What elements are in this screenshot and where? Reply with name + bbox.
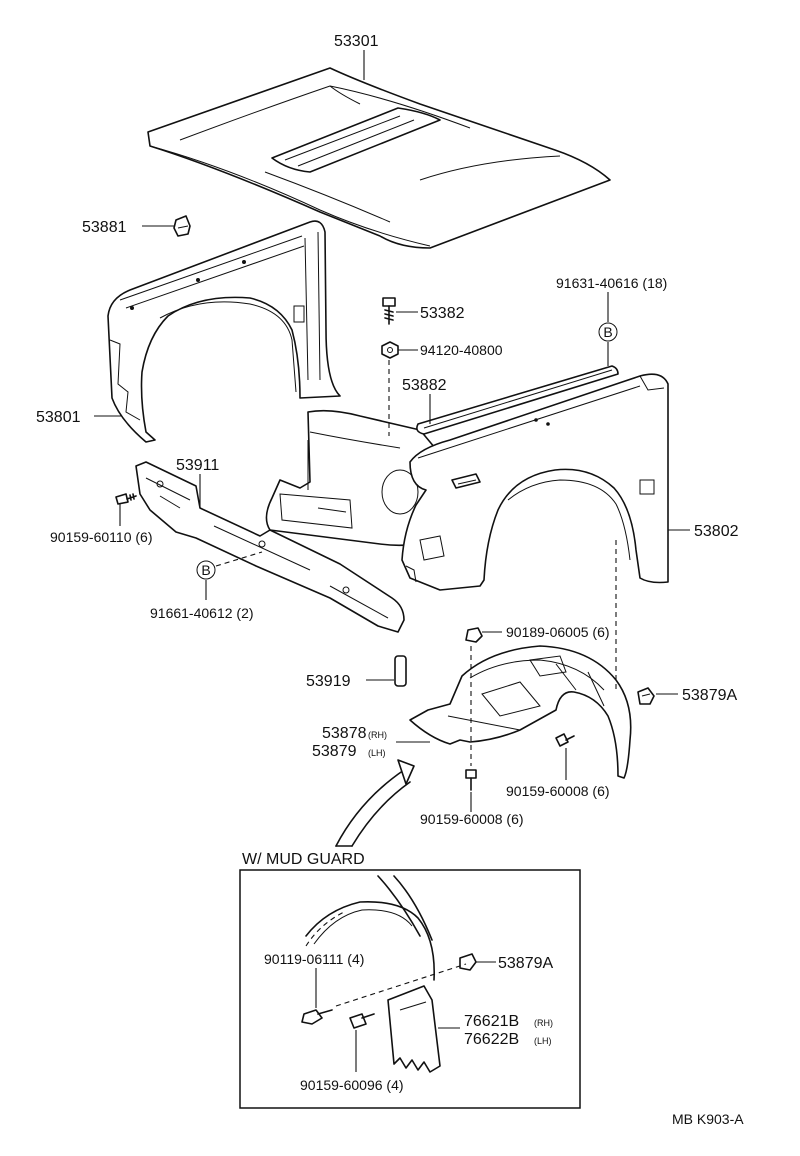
seal-53919 <box>394 655 407 687</box>
inset-leader-lines <box>315 961 496 1072</box>
right-fender <box>401 373 669 591</box>
inset-label-76622B-lh: (LH) <box>534 1036 552 1046</box>
label-53881: 53881 <box>82 219 127 236</box>
marker-b-bottom: B <box>196 560 216 580</box>
inset-frame <box>239 869 581 1109</box>
label-53382: 53382 <box>420 305 465 322</box>
inset-fender-edge <box>305 875 435 981</box>
clip-53879A-icon <box>637 687 655 705</box>
label-53882: 53882 <box>402 377 447 394</box>
stone-guard-53911 <box>135 461 405 633</box>
svg-text:B: B <box>201 562 210 578</box>
hood-panel <box>147 67 611 249</box>
label-90189-06005: 90189-06005 (6) <box>506 624 610 640</box>
label-53801: 53801 <box>36 409 81 426</box>
label-53878: 53878 <box>322 725 367 742</box>
inset-screw-90159-60096-icon <box>349 1013 375 1029</box>
moulding-53882 <box>416 365 619 435</box>
label-53919: 53919 <box>306 673 351 690</box>
inset-clip-53879A-icon <box>459 953 477 971</box>
marker-b-top: B <box>598 322 618 342</box>
bolt-53382-icon <box>382 297 396 325</box>
left-fender <box>107 220 341 443</box>
label-53879A: 53879A <box>682 687 737 704</box>
screw-90159-60008-right-icon <box>555 733 575 747</box>
inset-label-90159-60096: 90159-60096 (4) <box>300 1077 404 1093</box>
label-91661-40612: 91661-40612 (2) <box>150 605 254 621</box>
inset-title: W/ MUD GUARD <box>242 851 365 868</box>
inset-label-90119-06111: 90119-06111 (4) <box>264 951 364 967</box>
inset-arrow <box>335 759 415 847</box>
inset-mud-flap <box>387 985 441 1073</box>
inset-label-76622B: 76622B <box>464 1031 519 1048</box>
label-53301: 53301 <box>334 33 379 50</box>
clip-53881-icon <box>173 215 191 237</box>
label-53879: 53879 <box>312 743 357 760</box>
screw-90159-60110-icon <box>115 493 137 505</box>
label-90159-60110: 90159-60110 (6) <box>50 529 152 545</box>
leader-lines <box>94 50 690 812</box>
inset-bolt-90119-icon <box>301 1009 333 1025</box>
radiator-support <box>265 409 441 547</box>
inset-label-76621B: 76621B <box>464 1013 519 1030</box>
clip-90189-icon <box>465 627 483 643</box>
svg-text:B: B <box>603 324 612 340</box>
label-53878-rh: (RH) <box>368 730 387 740</box>
inset-label-76621B-rh: (RH) <box>534 1018 553 1028</box>
fender-liner <box>409 645 632 779</box>
label-94120-40800: 94120-40800 <box>420 342 503 358</box>
nut-94120-icon <box>381 341 399 359</box>
label-91631-40616: 91631-40616 (18) <box>556 275 667 291</box>
inset-label-53879A: 53879A <box>498 955 553 972</box>
diagram-code: MB K903-A <box>672 1111 744 1127</box>
screw-90159-60008-bottom-icon <box>465 769 477 791</box>
label-90159-60008-bottom: 90159-60008 (6) <box>420 811 524 827</box>
label-53911: 53911 <box>176 457 219 474</box>
label-53879-lh: (LH) <box>368 748 386 758</box>
label-53802: 53802 <box>694 523 739 540</box>
label-90159-60008-right: 90159-60008 (6) <box>506 783 610 799</box>
